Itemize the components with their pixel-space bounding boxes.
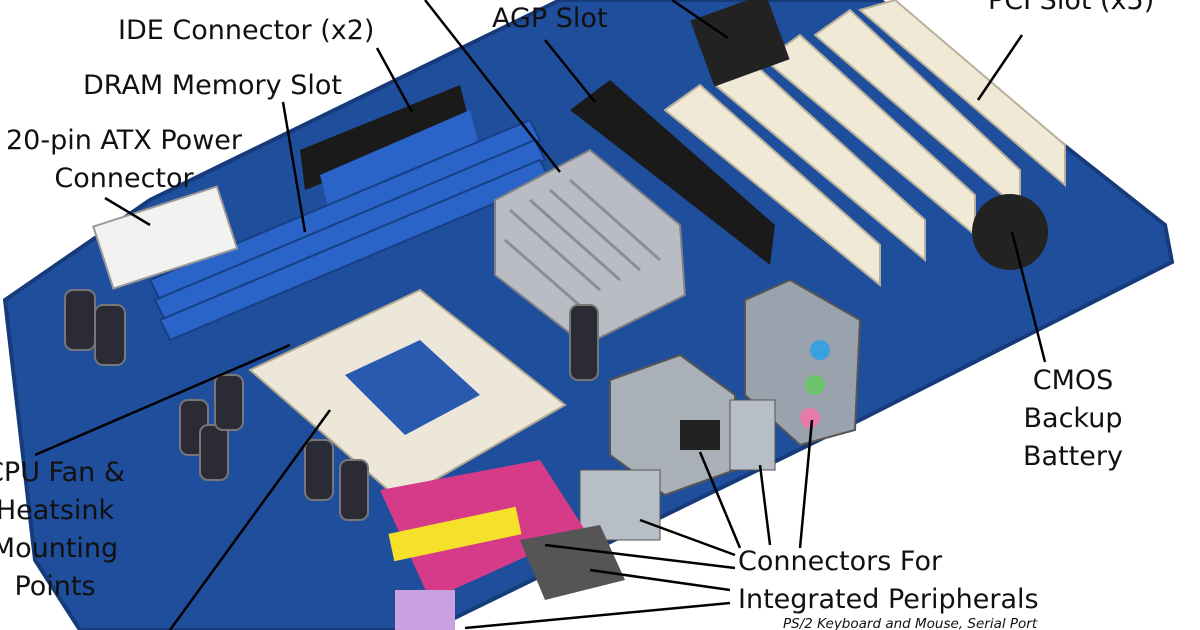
label-cpu-fan: CPU Fan & Heatsink Mounting Points [0, 454, 180, 606]
label-atx-power: 20-pin ATX Power Connector [0, 122, 254, 198]
label-cpu-line1: CPU Fan & [0, 457, 125, 488]
cmos-battery [972, 194, 1048, 270]
capacitors [64, 289, 599, 521]
label-pci-slot: PCI Slot (x5) [988, 0, 1155, 16]
label-cmos-line2: Backup [1023, 403, 1123, 434]
label-atx-line2: Connector [54, 163, 194, 194]
northbridge-heatsink [494, 148, 687, 347]
ide-connector [300, 85, 470, 190]
ide-connector-blue [320, 110, 480, 215]
label-cpu-line3: Mounting [0, 533, 119, 564]
label-cpu-line4: Points [14, 571, 96, 602]
label-ide-connector: IDE Connector (x2) [118, 15, 375, 46]
label-dram-slot: DRAM Memory Slot [83, 70, 342, 101]
label-agp-slot: AGP Slot [492, 3, 608, 34]
label-connectors: Connectors For Integrated Peripherals [738, 543, 1039, 619]
label-cmos-line1: CMOS [1032, 365, 1114, 396]
label-atx-line1: 20-pin ATX Power [5, 125, 242, 156]
leader-lines [34, 0, 1047, 630]
chipset [690, 0, 790, 87]
label-conn-line2: Integrated Peripherals [738, 584, 1039, 615]
cpu-socket [248, 288, 567, 502]
dram-slots [148, 118, 552, 342]
label-cpu-line2: Heatsink [0, 495, 115, 526]
label-cmos-battery: CMOS Backup Battery [1000, 362, 1146, 476]
label-connectors-subtitle: PS/2 Keyboard and Mouse, Serial Port [783, 616, 1038, 630]
label-conn-line1: Connectors For [738, 546, 943, 577]
atx-power-connector [92, 185, 239, 290]
agp-slot [570, 80, 775, 265]
pci-slots [663, 0, 1066, 288]
label-cmos-line3: Battery [1023, 441, 1123, 472]
